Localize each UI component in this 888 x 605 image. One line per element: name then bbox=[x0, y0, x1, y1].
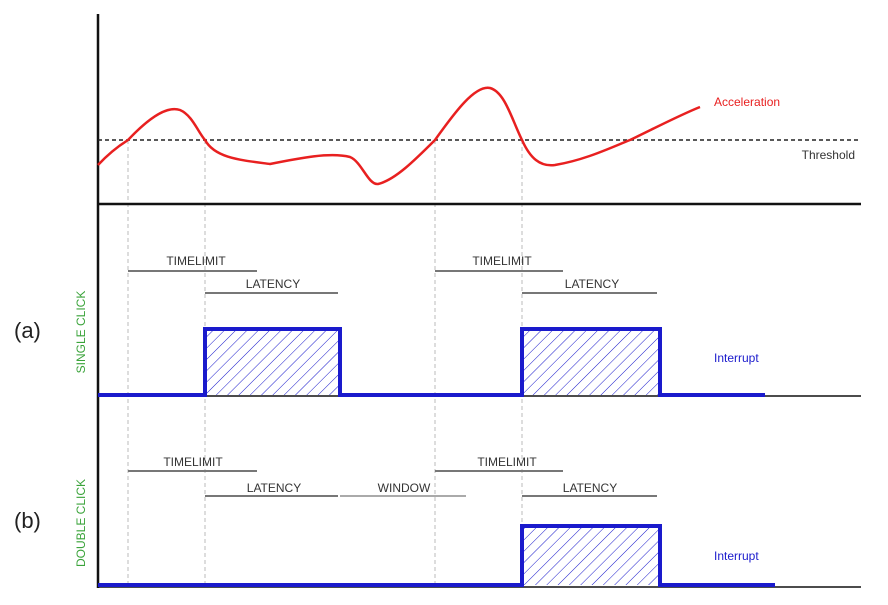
panel-a-label: (a) bbox=[14, 318, 41, 343]
double-click-label: DOUBLE CLICK bbox=[74, 479, 88, 567]
latency-label: LATENCY bbox=[246, 277, 300, 291]
panel-b-label: (b) bbox=[14, 508, 41, 533]
double-click-interrupt-signal bbox=[98, 524, 775, 587]
single-click-interrupt-signal bbox=[98, 327, 765, 397]
acceleration-curve bbox=[97, 86, 701, 186]
acceleration-label: Acceleration bbox=[714, 95, 780, 109]
timelimit-label: TIMELIMIT bbox=[477, 455, 537, 469]
threshold-label: Threshold bbox=[802, 148, 855, 162]
interrupt-label: Interrupt bbox=[714, 549, 759, 563]
latency-label: LATENCY bbox=[563, 481, 617, 495]
double-click-timing-bars bbox=[128, 470, 657, 497]
latency-label: LATENCY bbox=[565, 277, 619, 291]
single-click-label: SINGLE CLICK bbox=[74, 291, 88, 374]
window-label: WINDOW bbox=[378, 481, 431, 495]
interrupt-pulse-fill bbox=[522, 526, 660, 585]
interrupt-pulse-fill bbox=[522, 329, 660, 395]
interrupt-label: Interrupt bbox=[714, 351, 759, 365]
interrupt-pulse-fill bbox=[205, 329, 340, 395]
guide-lines bbox=[127, 140, 523, 587]
timelimit-label: TIMELIMIT bbox=[166, 254, 226, 268]
timelimit-label: TIMELIMIT bbox=[472, 254, 532, 268]
single-click-timing-bars bbox=[128, 270, 657, 294]
latency-label: LATENCY bbox=[247, 481, 301, 495]
timelimit-label: TIMELIMIT bbox=[163, 455, 223, 469]
